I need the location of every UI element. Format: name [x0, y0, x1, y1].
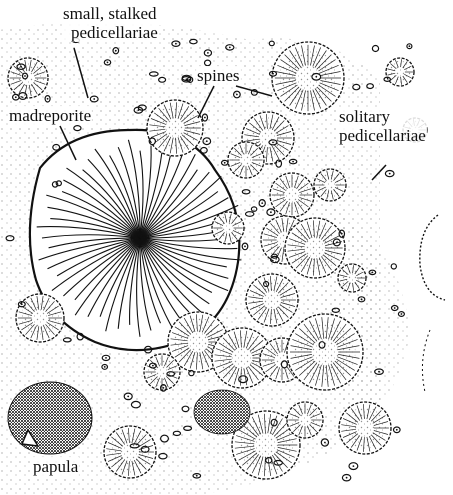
- solitary-pedicellaria-plate: [420, 215, 445, 392]
- label-small-stalked-line2: pedicellariae: [63, 23, 158, 42]
- label-small-stalked-pedicellariae: small, stalked pedicellariae: [62, 4, 159, 42]
- label-spines: spines: [196, 66, 241, 85]
- label-madreporite: madreporite: [8, 106, 92, 125]
- label-solitary-line2: pedicellariae: [339, 126, 426, 145]
- label-solitary-pedicellariae: solitary pedicellariae: [338, 107, 427, 145]
- label-small-stalked-line1: small, stalked: [63, 4, 158, 23]
- label-solitary-line1: solitary: [339, 107, 426, 126]
- label-papula: papula: [32, 457, 79, 476]
